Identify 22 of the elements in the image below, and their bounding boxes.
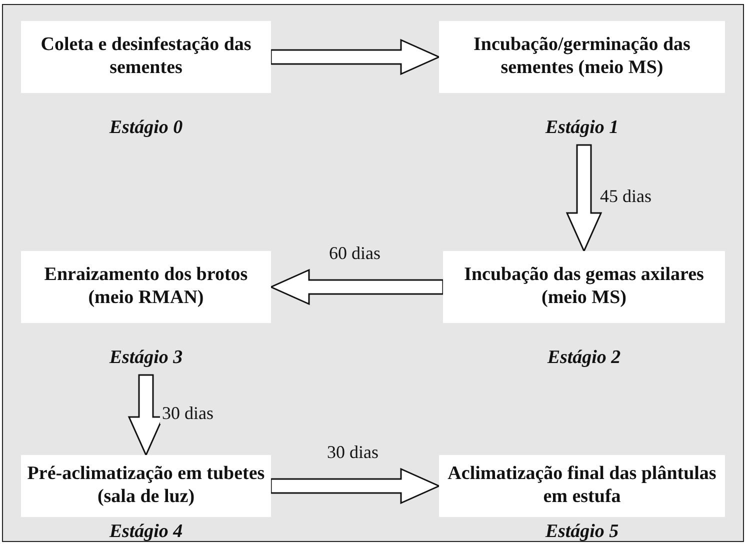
process-box [21, 455, 271, 517]
step-text: Incubação/germinação das sementes (meio MS) [472, 34, 692, 80]
process-box [21, 251, 271, 323]
step-text: Enraizamento dos brotos (meio RMAN) [43, 264, 249, 310]
block-arrow [269, 268, 444, 306]
block-arrow [270, 38, 441, 76]
block-arrow [566, 144, 602, 253]
stage-label: Estágio 1 [545, 117, 619, 139]
stage-label: Estágio 5 [545, 521, 619, 543]
step-text: Coleta e desinfestação das sementes [40, 34, 252, 80]
block-arrow [270, 468, 441, 504]
process-box [439, 21, 725, 93]
stage-label: Estágio 2 [547, 347, 621, 369]
step-text: Incubação das gemas axilares (meio MS) [463, 264, 705, 310]
step-text: Pré-aclimatização em tubetes (sala de luz) [27, 463, 265, 509]
stage-label: Estágio 0 [109, 117, 183, 139]
process-box [439, 455, 725, 517]
stage-label: Estágio 3 [109, 347, 183, 369]
stage-label: Estágio 4 [109, 521, 183, 543]
process-box [21, 21, 271, 93]
step-text: Aclimatização final das plântulas em estufa [446, 463, 718, 509]
process-box [443, 251, 725, 323]
